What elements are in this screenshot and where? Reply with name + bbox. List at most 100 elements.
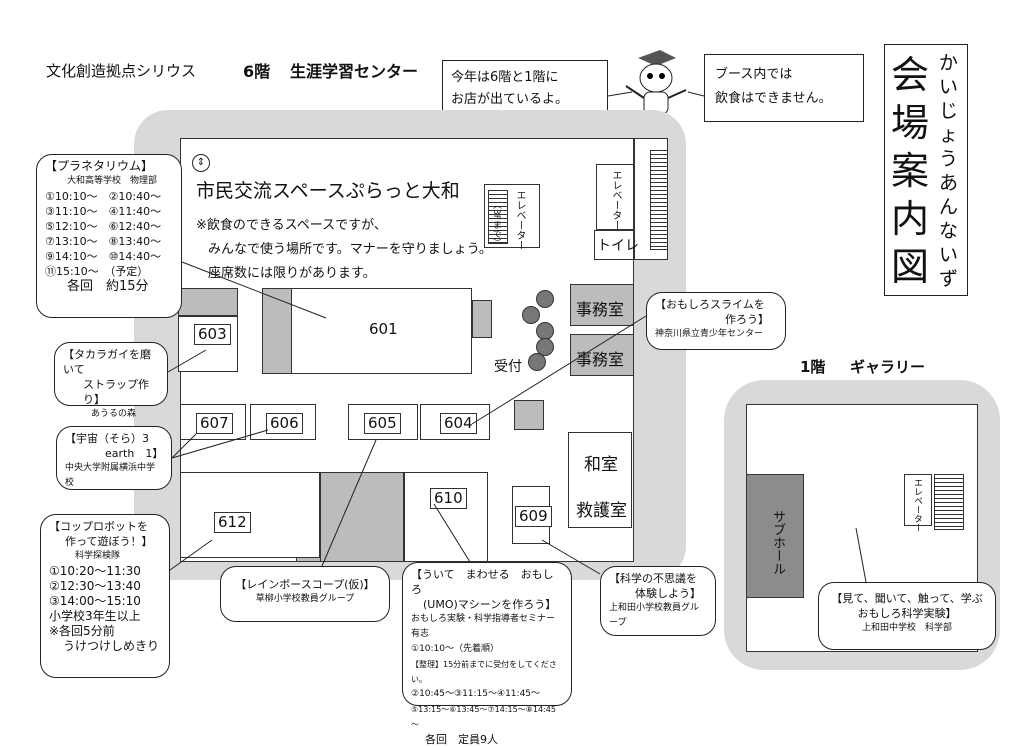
floor1-label: 1階	[800, 358, 826, 376]
pointer-takaragai	[167, 349, 207, 373]
callout-rainbow: 【レインボースコープ(仮)】 草柳小学校教員グループ	[220, 566, 390, 622]
guide-title: 会 場 案 内 図 かいじょうあんないず	[884, 44, 968, 296]
umo-capacity: 各回 定員9人	[425, 733, 498, 746]
notice-right-line1: ブース内では	[715, 67, 793, 82]
planetarium-time-6: ⑪15:10～ （予定）	[45, 265, 149, 278]
room-601	[262, 288, 472, 374]
cup-robot-time-2: ②12:30～13:40	[49, 579, 141, 593]
planetarium-title: 【プラネタリウム】	[45, 159, 154, 173]
callout-space: 【宇宙（そら）3 earth 1】 中央大学附属横浜中学校	[56, 426, 172, 490]
space-title2-callout: earth 1】	[105, 447, 164, 460]
callout-slime: 【おもしろスライムを 作ろう】 神奈川県立青少年センター	[646, 292, 786, 350]
planetarium-duration: 各回 約15分	[67, 279, 149, 294]
main-stairs	[650, 150, 668, 250]
office-1	[570, 284, 634, 326]
floor1-stairs	[934, 474, 964, 530]
notice-right: ブース内では 飲食はできません。	[704, 54, 864, 122]
room-603-label: 603	[194, 324, 231, 345]
cup-robot-time-3: ③14:00～15:10	[49, 594, 141, 608]
umo-line-1: ①10:10～（先着順）	[411, 644, 500, 654]
cup-robot-target: 小学校3年生以上	[49, 609, 141, 623]
gallery-booth-title: 【見て、聞いて、触って、学ぶ	[831, 592, 983, 605]
rainbow-org: 草柳小学校教員グループ	[255, 594, 355, 604]
room-610	[404, 472, 488, 562]
office-2	[570, 334, 634, 376]
room-607-label: 607	[196, 413, 233, 434]
room-601-label: 601	[369, 320, 398, 338]
floor1-elevator	[904, 474, 932, 526]
japanese-room-label: 和室	[584, 455, 618, 475]
pointer-cup-robot	[169, 539, 213, 571]
planetarium-time-4: ⑦13:10～ ⑧13:40～	[45, 235, 162, 248]
notice-right-line2: 飲食はできません。	[715, 91, 832, 106]
elevator-main	[596, 164, 634, 230]
inner-elevator-sub: （3Fまで）	[491, 200, 501, 247]
planetarium-time-2: ③11:10～ ④11:40～	[45, 205, 162, 218]
inner-elevator-label: エレベーター	[514, 190, 525, 250]
takaragai-title2: ストラップ作り】	[83, 378, 149, 406]
floor1-elevator-label: エレベーター	[912, 478, 922, 532]
gallery-label: ギャラリー	[850, 358, 926, 376]
table-2	[522, 306, 540, 324]
notice-left-line2: お店が出ているよ。	[451, 92, 569, 107]
pointer-slime	[471, 315, 647, 425]
space-title-callout: 【宇宙（そら）3	[65, 432, 149, 445]
office-2-label: 事務室	[576, 350, 625, 369]
pointer-umo	[433, 503, 471, 563]
room-609-label: 609	[515, 506, 552, 527]
planetarium-time-1: ①10:10～ ②10:40～	[45, 190, 162, 203]
notice-left-line1: 今年は6階と1階に	[451, 70, 559, 85]
pillar	[514, 400, 544, 430]
floor6-label: 6階	[243, 62, 271, 81]
planetarium-time-3: ⑤12:10～ ⑥12:40～	[45, 220, 162, 233]
callout-gallery-booth: 【見て、聞いて、触って、学ぶ おもしろ科学実験】 上和田中学校 科学部	[818, 582, 996, 650]
space-title: 市民交流スペースぷらっと大和	[196, 180, 460, 202]
guide-reading: かいじょうあんないず	[939, 52, 959, 290]
cup-robot-note-1: ※各回5分前	[49, 624, 115, 638]
guide-kanji-4: 内	[891, 197, 930, 241]
umo-line-3: ②10:45～③11:15～④11:45～	[411, 689, 541, 699]
venue-title: 文化創造拠点シリウス	[46, 62, 197, 80]
pointer-rainbow	[321, 439, 377, 567]
umo-title2: (UMO)マシーンを作ろう】	[423, 598, 557, 611]
cup-robot-title: 【コップロボットを	[49, 520, 148, 533]
subhall-label: サブホール	[770, 510, 785, 575]
table-1	[536, 290, 554, 308]
cup-robot-note-2: うけつけしめきり	[63, 639, 160, 653]
guide-kanji-3: 案	[891, 149, 930, 193]
room-606-label: 606	[266, 413, 303, 434]
callout-cup-robot: 【コップロボットを 作って遊ぼう！】 科学探検隊 ①10:20～11:30 ②1…	[40, 514, 170, 678]
room-612-label: 612	[214, 512, 251, 533]
space-org: 中央大学附属横浜中学校	[65, 463, 156, 488]
pointer-lines	[167, 91, 867, 583]
wonder-org: 上和田小学校教員グループ	[609, 603, 700, 628]
umo-org: おもしろ実験・科学指導者セミナー有志	[411, 614, 556, 639]
subhall	[746, 474, 804, 598]
first-aid-room-label: 救護室	[576, 501, 627, 521]
reception-dot	[528, 353, 546, 371]
toilet	[594, 230, 634, 260]
guide-kanji-2: 場	[891, 101, 930, 145]
gallery-booth-title2: おもしろ科学実験】	[857, 607, 957, 620]
wonder-title: 【科学の不思議を	[609, 572, 697, 585]
inner-stairs	[488, 190, 508, 244]
pointer-gallery	[855, 527, 867, 583]
pointer-wonder	[541, 539, 601, 575]
reception-label: 受付	[494, 359, 522, 375]
room-604-label: 604	[440, 413, 477, 434]
takaragai-title: 【タカラガイを磨いて	[63, 348, 151, 376]
gallery-booth-org: 上和田中学校 科学部	[861, 623, 952, 633]
callout-planetarium: 【プラネタリウム】 大和高等学校 物理部 ①10:10～ ②10:40～ ③11…	[36, 154, 182, 318]
callout-takaragai: 【タカラガイを磨いて ストラップ作り】 あうるの森	[54, 342, 168, 419]
slime-title2: 作ろう】	[725, 313, 769, 326]
compass-icon: ⇕	[192, 154, 210, 172]
slime-org: 神奈川県立青少年センター	[655, 329, 764, 339]
cup-robot-title2: 作って遊ぼう！】	[65, 535, 153, 548]
cup-robot-org: 科学探検隊	[75, 551, 121, 561]
guide-kanji-1: 会	[891, 53, 930, 97]
pointer-notice-left	[607, 91, 633, 97]
callout-wonder: 【科学の不思議を 体験しよう】 上和田小学校教員グループ	[600, 566, 716, 636]
wonder-title2: 体験しよう】	[635, 587, 701, 600]
pointer-notice-right	[687, 91, 705, 97]
pointer-space-1	[171, 433, 197, 459]
